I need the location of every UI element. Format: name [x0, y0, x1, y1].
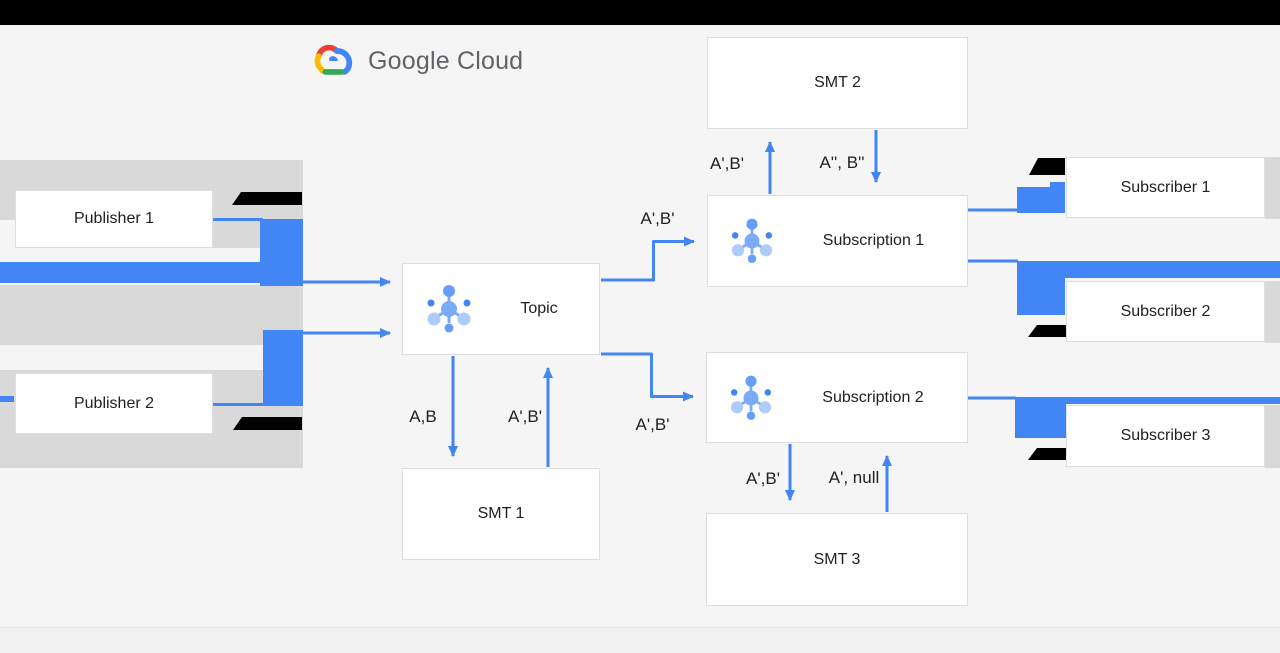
redaction-bar — [1028, 325, 1066, 337]
pubsub-subscription-icon — [730, 375, 772, 420]
node-label: SMT 1 — [477, 505, 525, 522]
highlight-bar — [1015, 397, 1280, 404]
highlight-block — [1015, 398, 1066, 438]
node-label: Subscription 2 — [822, 388, 924, 406]
highlight-line — [213, 218, 263, 221]
node-smt1: SMT 1 — [402, 468, 600, 560]
gray-strip — [1265, 405, 1280, 468]
highlight-block — [1017, 187, 1065, 213]
highlight-block — [1050, 182, 1065, 188]
google-cloud-logo: Google Cloud — [310, 42, 523, 80]
edge-label-smt1-to-topic: A',B' — [508, 407, 542, 426]
node-label: Publisher 2 — [73, 394, 155, 412]
node-smt3: SMT 3 — [706, 513, 968, 606]
highlight-block — [263, 330, 303, 406]
node-label: Publisher 1 — [73, 210, 155, 227]
pubsub-topic-icon — [427, 285, 471, 333]
node-label: Subscriber 1 — [1120, 178, 1211, 196]
node-label: SMT 3 — [813, 550, 861, 568]
highlight-stub — [0, 396, 14, 402]
google-cloud-wordmark: Google Cloud — [368, 46, 524, 75]
node-label: Topic — [520, 300, 558, 317]
edge-label-topic-to-sub2: A',B' — [635, 415, 670, 434]
node-label: Subscriber 2 — [1120, 302, 1211, 320]
edge-topic-subscription2 — [601, 352, 694, 402]
edge-label-topic-to-sub1: A',B' — [640, 209, 675, 228]
gray-band — [0, 285, 303, 345]
redaction-bar — [1029, 158, 1065, 175]
node-subscription1: Subscription 1 — [707, 195, 968, 287]
gray-strip — [1265, 281, 1280, 343]
node-publisher1: Publisher 1 — [15, 190, 213, 248]
pubsub-subscription-icon — [731, 218, 773, 263]
highlight-block — [1017, 263, 1065, 315]
node-subscriber3: Subscriber 3 — [1066, 405, 1265, 467]
node-subscriber1: Subscriber 1 — [1066, 157, 1265, 218]
highlight-bar — [0, 262, 262, 283]
node-topic: Topic — [402, 263, 600, 355]
edge-topic-subscription1 — [601, 236, 695, 282]
node-subscription2: Subscription 2 — [706, 352, 968, 443]
highlight-line — [213, 403, 265, 406]
google-cloud-icon — [314, 44, 353, 75]
gray-strip — [1265, 157, 1280, 219]
edge-label-sub2-to-smt3: A',B' — [746, 469, 780, 488]
highlight-block — [260, 219, 303, 286]
edge-label-sub1-to-smt2: A',B' — [710, 154, 744, 173]
edge-label-topic-to-smt1: A,B — [409, 407, 437, 426]
redaction-bar — [233, 417, 302, 430]
redaction-bar-top — [0, 0, 1280, 25]
redaction-bar — [232, 192, 302, 205]
redaction-bar — [1028, 448, 1067, 460]
node-label: SMT 2 — [814, 74, 861, 91]
node-smt2: SMT 2 — [707, 37, 968, 129]
node-subscriber2: Subscriber 2 — [1066, 281, 1265, 342]
edge-label-smt3-to-sub2: A', null — [828, 468, 880, 487]
node-label: Subscriber 3 — [1120, 427, 1211, 444]
node-publisher2: Publisher 2 — [15, 373, 213, 434]
node-label: Subscription 1 — [822, 232, 925, 249]
highlight-bar — [1017, 261, 1280, 278]
edge-label-smt2-to-sub1: A'', B'' — [819, 153, 865, 172]
bottom-strip — [0, 627, 1280, 653]
